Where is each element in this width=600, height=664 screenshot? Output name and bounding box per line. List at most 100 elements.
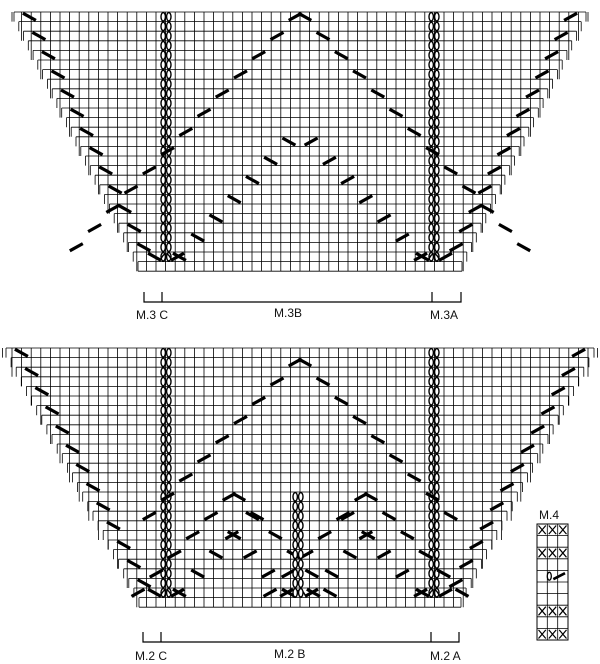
- dec-right-icon: [160, 146, 175, 157]
- yarn-over-icon: [165, 501, 172, 512]
- yarn-over-icon: [297, 549, 304, 560]
- yarn-over-icon: [292, 520, 299, 531]
- yarn-over-icon: [165, 175, 172, 185]
- yarn-over-icon: [433, 559, 440, 569]
- yarn-over-icon: [428, 539, 435, 550]
- yarn-over-icon: [160, 203, 167, 214]
- yarn-over-icon: [165, 136, 172, 147]
- yarn-over-icon: [292, 559, 299, 569]
- yarn-over-icon: [160, 549, 167, 560]
- yarn-over-icon: [428, 559, 435, 569]
- label-m3-a: M.3A: [430, 308, 458, 322]
- dec-right-icon: [87, 223, 102, 233]
- yarn-over-icon: [297, 511, 304, 521]
- dec-left-icon: [69, 107, 85, 118]
- yarn-over-icon: [428, 117, 435, 128]
- dec-right-icon: [438, 587, 453, 598]
- yarn-over-icon: [428, 415, 435, 425]
- yarn-over-icon: [160, 530, 167, 541]
- dec-right-icon: [178, 127, 194, 137]
- yarn-over-icon: [165, 405, 172, 416]
- dec-right-icon: [280, 568, 296, 579]
- yarn-over-icon: [428, 203, 435, 214]
- yarn-over-icon: [433, 482, 440, 493]
- yarn-over-icon: [433, 386, 440, 397]
- dec-right-icon: [224, 530, 240, 541]
- yarn-over-icon: [160, 395, 167, 406]
- dec-right-icon: [561, 367, 576, 377]
- yarn-over-icon: [160, 59, 167, 70]
- repeat-bracket: [143, 292, 462, 303]
- yarn-over-icon: [292, 530, 299, 541]
- yarn-over-icon: [165, 568, 172, 579]
- yarn-over-icon: [428, 175, 435, 185]
- dec-left-icon: [249, 511, 265, 521]
- yarn-over-icon: [433, 31, 440, 41]
- dec-left-icon: [461, 184, 477, 195]
- dec-left-icon: [436, 568, 452, 579]
- yarn-over-icon: [428, 223, 435, 233]
- yarn-over-icon: [160, 415, 167, 425]
- yarn-over-icon: [428, 463, 435, 473]
- yarn-over-icon: [428, 127, 435, 137]
- yarn-over-icon: [165, 559, 172, 569]
- label-m3-c: M.3 C: [136, 308, 168, 322]
- yarn-over-icon: [160, 482, 167, 493]
- dec-left-icon: [388, 107, 404, 118]
- yarn-over-icon: [433, 463, 440, 473]
- dec-left-icon: [363, 491, 379, 502]
- dec-left-icon: [88, 146, 104, 157]
- yarn-over-icon: [428, 107, 435, 118]
- yarn-over-icon: [428, 520, 435, 531]
- dec-left-icon: [34, 386, 50, 397]
- dec-right-icon: [395, 568, 410, 579]
- yarn-over-icon: [428, 194, 435, 205]
- dec-left-icon: [85, 482, 101, 493]
- yarn-over-icon: [428, 472, 435, 483]
- label-m2-c: M.2 C: [135, 649, 167, 663]
- yarn-over-icon: [165, 367, 172, 377]
- dec-left-icon: [268, 530, 283, 541]
- dec-left-icon: [425, 146, 440, 157]
- dec-left-icon: [352, 415, 367, 425]
- yarn-over-icon: [433, 69, 440, 80]
- label-m4: M.4: [539, 508, 559, 522]
- yarn-over-icon: [428, 165, 435, 176]
- yarn-over-icon: [297, 530, 304, 541]
- yarn-over-icon: [428, 395, 435, 406]
- yarn-over-icon: [165, 11, 172, 22]
- yarn-over-icon: [292, 501, 299, 512]
- dec-left-icon: [106, 520, 121, 531]
- dec-left-icon: [60, 88, 75, 99]
- dec-left-icon: [324, 568, 339, 579]
- dec-right-icon: [261, 568, 276, 579]
- yarn-over-icon: [165, 69, 172, 80]
- dec-right-icon: [340, 175, 355, 185]
- dec-left-icon: [24, 367, 39, 377]
- dec-right-icon: [322, 155, 337, 166]
- yarn-over-icon: [160, 107, 167, 118]
- dec-left-icon: [263, 155, 278, 166]
- yarn-over-icon: [165, 242, 172, 253]
- dec-left-icon: [79, 127, 94, 137]
- yarn-over-icon: [160, 453, 167, 464]
- cross-icon: [558, 548, 567, 558]
- yarn-over-icon: [428, 184, 435, 195]
- yarn-over-icon: [160, 347, 167, 358]
- yarn-over-icon: [428, 578, 435, 589]
- dec-right-icon: [233, 415, 248, 425]
- dec-left-icon: [370, 434, 386, 445]
- yarn-over-icon: [433, 520, 440, 531]
- yarn-over-icon: [165, 59, 172, 70]
- dec-right-icon: [468, 203, 483, 214]
- yarn-over-icon: [433, 117, 440, 128]
- yarn-over-icon: [165, 232, 172, 243]
- yarn-over-icon: [297, 559, 304, 569]
- yarn-over-icon: [292, 549, 299, 560]
- yarn-over-icon: [428, 568, 435, 579]
- dec-right-icon: [544, 50, 559, 61]
- dec-right-icon: [269, 376, 285, 387]
- yarn-over-icon: [160, 357, 167, 368]
- dec-left-icon: [147, 587, 162, 598]
- yarn-over-icon: [428, 69, 435, 80]
